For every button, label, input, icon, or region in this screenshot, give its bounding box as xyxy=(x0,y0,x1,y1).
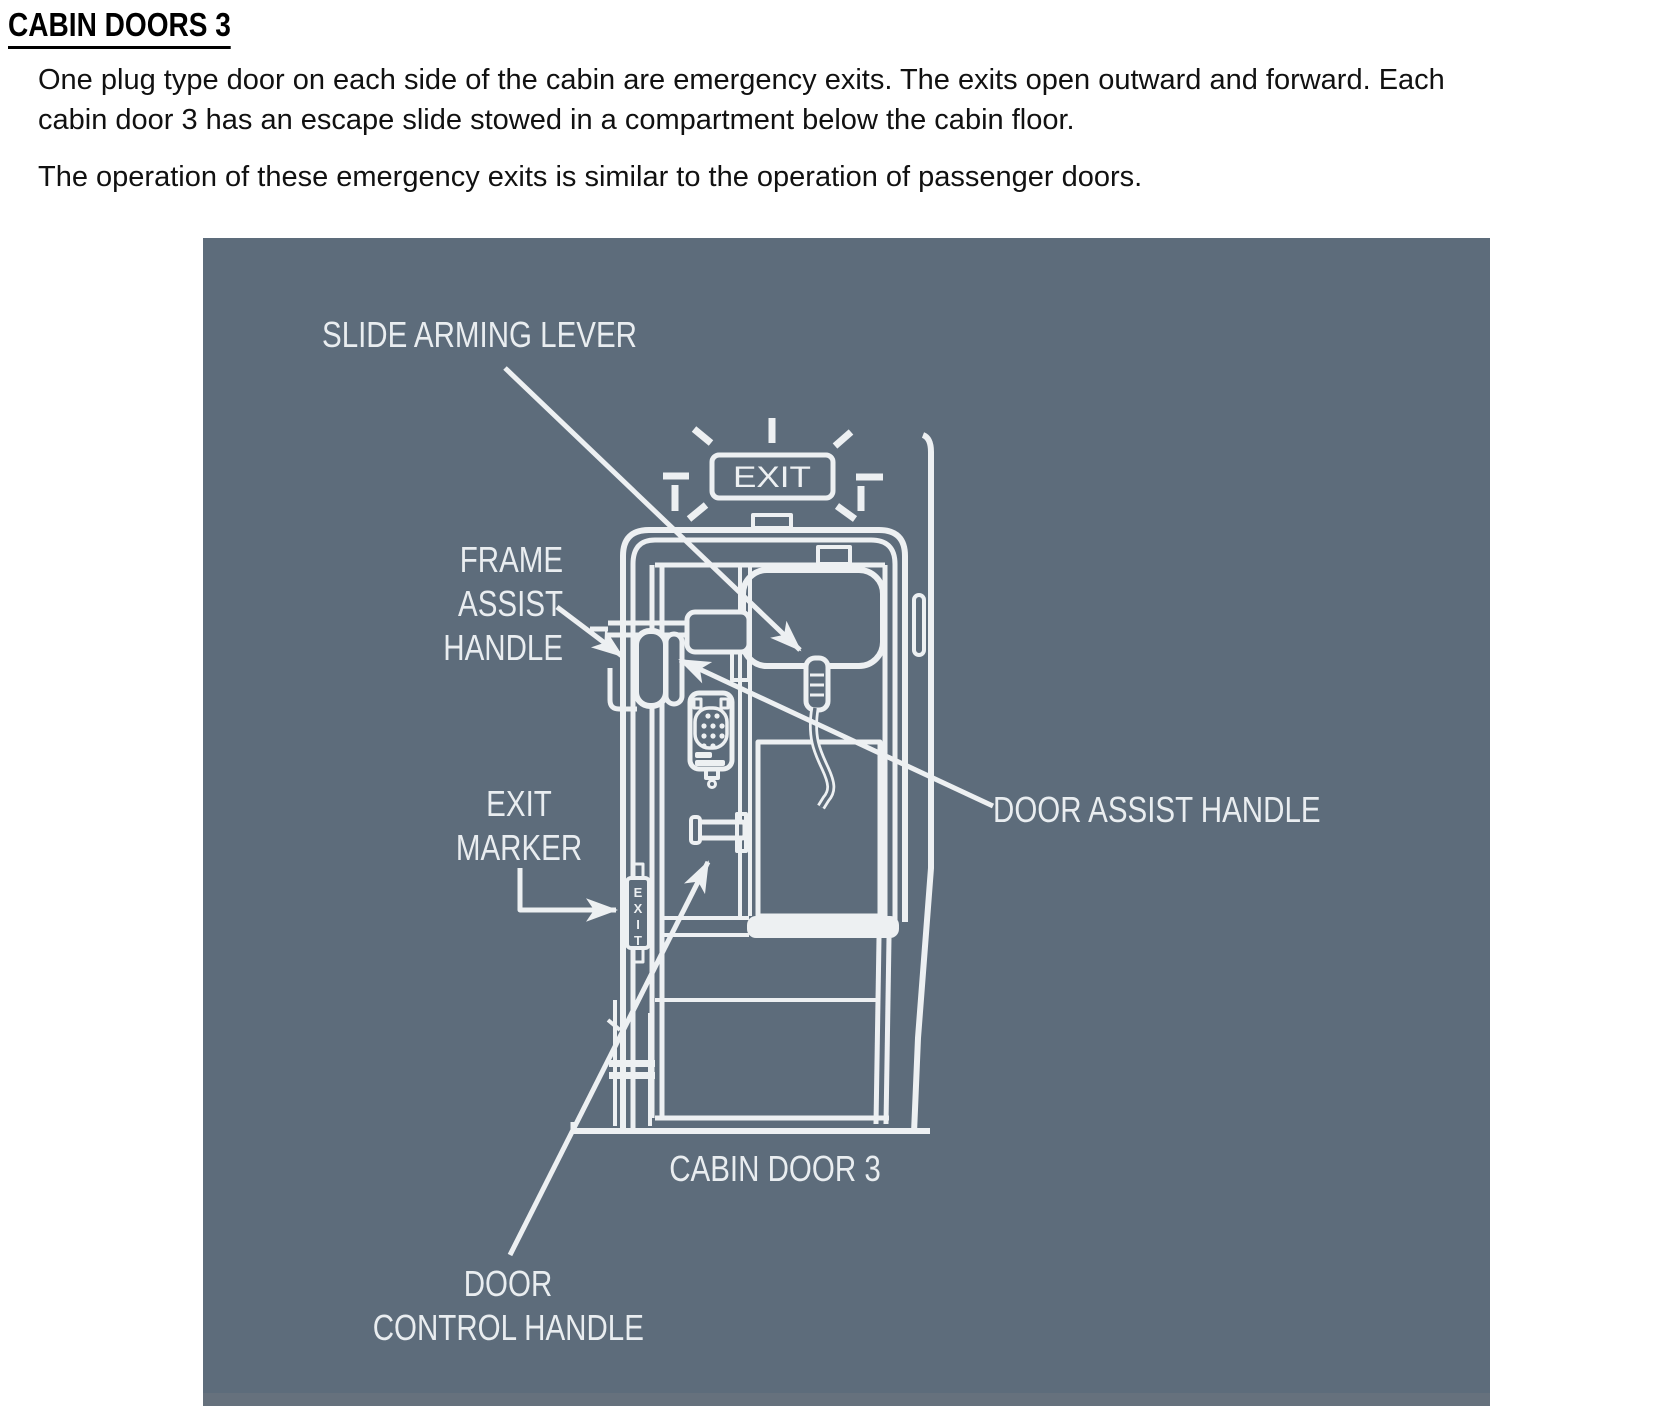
door-top-latch xyxy=(816,545,852,566)
figure-bottom-edge xyxy=(203,1393,1490,1406)
cabin-door-3-figure: EXIT E X I T SLIDE ARMING LEVER FRAME AS… xyxy=(203,238,1490,1406)
paragraph-2: The operation of these emergency exits i… xyxy=(38,157,1445,197)
frame-lower-right-2 xyxy=(883,937,892,1125)
panel-dot-pad xyxy=(693,706,729,750)
panel-stem xyxy=(704,767,720,780)
panel-slot-2 xyxy=(695,760,725,766)
door-frame-inner xyxy=(630,537,898,1130)
label-exit-marker: EXIT MARKER xyxy=(437,782,601,870)
door-control-handle-cap xyxy=(689,815,702,845)
panel-dots xyxy=(701,713,725,749)
door-frame-outer xyxy=(620,527,908,1130)
door-control-handle-bracket xyxy=(735,812,748,853)
panel-stem-pin xyxy=(707,779,717,789)
frame-lower-right-1 xyxy=(873,937,882,1125)
exit-marker-letter-e: E xyxy=(634,885,643,900)
frame-assist-handle-leader xyxy=(555,605,624,658)
panel-mark-left xyxy=(692,697,703,710)
label-exit-marker-line-2: MARKER xyxy=(455,827,583,868)
paragraph-1-line-2: cabin door 3 has an escape slide stowed … xyxy=(38,104,1075,136)
exit-marker-connector-top xyxy=(632,862,645,880)
panel-mark-right xyxy=(719,697,730,710)
exit-sign-text: EXIT xyxy=(733,461,811,494)
intro-text: One plug type door on each side of the c… xyxy=(38,60,1445,197)
mid-rail-band xyxy=(747,916,899,938)
door-control-handle-leader xyxy=(507,860,711,1257)
door-assist-handle xyxy=(663,631,685,707)
exit-marker-leader xyxy=(517,868,618,922)
latch-tick xyxy=(606,1018,622,1032)
slide-arming-lever-strap-core xyxy=(811,707,833,808)
exit-sign-rays xyxy=(663,418,883,522)
label-door-control-line-2: CONTROL HANDLE xyxy=(372,1307,644,1348)
label-frame-line-2: ASSIST xyxy=(458,583,563,624)
label-door-assist-handle: DOOR ASSIST HANDLE xyxy=(993,789,1321,830)
cabin-door-diagram: EXIT E X I T xyxy=(203,366,1490,1406)
label-frame-assist-handle: FRAME ASSIST HANDLE xyxy=(443,538,563,670)
label-exit-marker-line-1: EXIT xyxy=(486,783,552,824)
door-assist-handle-leader xyxy=(678,657,995,809)
paragraph-1: One plug type door on each side of the c… xyxy=(38,60,1445,140)
fuselage-line xyxy=(911,432,934,1134)
exit-marker-letter-t: T xyxy=(634,933,642,948)
frame-assist-handle xyxy=(633,628,669,709)
latch-bar-1 xyxy=(609,1060,655,1067)
label-slide-arming-lever: SLIDE ARMING LEVER xyxy=(322,314,637,355)
exit-marker-letter-i: I xyxy=(636,917,640,932)
panel-slot-1 xyxy=(695,752,712,758)
placard-tab xyxy=(730,650,751,682)
label-cabin-door-3: CABIN DOOR 3 xyxy=(669,1148,881,1189)
label-frame-line-1: FRAME xyxy=(459,539,563,580)
fuselage-handle xyxy=(912,593,926,657)
page-title-text: CABIN DOORS 3 xyxy=(8,6,231,49)
paragraph-1-line-1: One plug type door on each side of the c… xyxy=(38,64,1445,96)
exit-marker-letters: E X I T xyxy=(634,885,643,948)
instruction-placard xyxy=(684,609,752,655)
exit-marker-letter-x: X xyxy=(634,901,643,916)
slide-compartment-panel xyxy=(755,739,883,919)
label-door-control-line-1: DOOR xyxy=(463,1263,553,1304)
label-frame-line-3: HANDLE xyxy=(443,627,563,668)
slide-arming-lever-leader xyxy=(503,366,802,652)
latch-bar-2 xyxy=(609,1072,655,1079)
exit-marker-connector-bottom xyxy=(632,946,645,964)
label-door-control-handle: DOOR CONTROL HANDLE xyxy=(373,1262,644,1350)
frame-top-fitting xyxy=(751,513,793,530)
paragraph-2-line-1: The operation of these emergency exits i… xyxy=(38,161,1143,193)
page-title: CABIN DOORS 3 xyxy=(8,6,231,49)
exit-sign xyxy=(709,452,836,501)
handle-lower-hook xyxy=(607,668,637,712)
